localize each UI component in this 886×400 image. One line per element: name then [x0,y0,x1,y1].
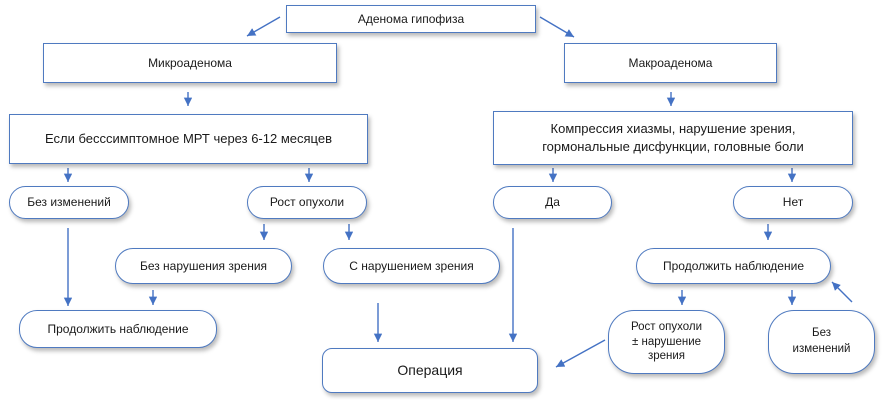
node-tumor-growth-label: Рост опухоли [269,195,345,210]
node-microadenoma-label: Микроаденома [148,55,232,70]
node-no-label: Нет [782,195,804,210]
node-tumor-growth: Рост опухоли [247,186,367,219]
node-continue-observation-left: Продолжить наблюдение [19,310,217,348]
arrow-growthpm-to-operation [555,339,606,368]
node-growth-plusminus-line2: ± нарушение [631,335,702,348]
node-operation: Операция [322,348,538,393]
node-macroadenoma-label: Макроаденома [628,55,713,70]
node-no: Нет [733,186,853,219]
node-compression-line1: Компрессия хиазмы, нарушение зрения, [550,121,796,137]
node-pituitary-adenoma: Аденома гипофиза [286,5,536,33]
node-growth-plusminus-line1: Рост опухоли [630,320,703,333]
arrow-adenoma-to-micro [246,16,281,37]
node-no-change-left: Без изменений [9,186,129,219]
node-no-change-right-line2: изменений [792,343,851,355]
node-growth-without-vision-label: Без нарушения зрения [139,258,268,273]
node-compression: Компрессия хиазмы, нарушение зрения, гор… [493,111,853,165]
node-compression-line2: гормональные дисфункции, головные боли [542,139,804,154]
arrow-adenoma-to-macro [539,16,575,38]
node-pituitary-adenoma-label: Аденома гипофиза [357,11,465,26]
node-asymptomatic-mri-label: Если бесссимптомное МРТ через 6-12 месяц… [45,131,332,147]
arrow-nochange-right-to-continue [831,281,853,303]
node-growth-with-vision: С нарушением зрения [323,248,500,284]
node-continue-observation-right-label: Продолжить наблюдение [663,258,804,273]
node-no-change-right-line1: Без [812,327,831,340]
node-no-change-left-label: Без изменений [27,195,111,210]
node-no-change-right: Без изменений [768,310,875,374]
node-growth-with-vision-label: С нарушением зрения [349,258,474,273]
node-continue-observation-right: Продолжить наблюдение [636,248,831,284]
node-growth-plusminus-line3: зрения [647,350,686,363]
node-growth-plusminus-vision: Рост опухоли ± нарушение зрения [608,310,725,374]
node-growth-without-vision: Без нарушения зрения [115,248,292,284]
node-yes: Да [493,186,612,219]
node-microadenoma: Микроаденома [43,43,337,83]
node-asymptomatic-mri: Если бесссимптомное МРТ через 6-12 месяц… [9,114,368,164]
node-yes-label: Да [545,195,560,210]
node-continue-observation-left-label: Продолжить наблюдение [47,321,189,336]
node-macroadenoma: Макроаденома [564,43,777,83]
node-operation-label: Операция [397,362,463,379]
